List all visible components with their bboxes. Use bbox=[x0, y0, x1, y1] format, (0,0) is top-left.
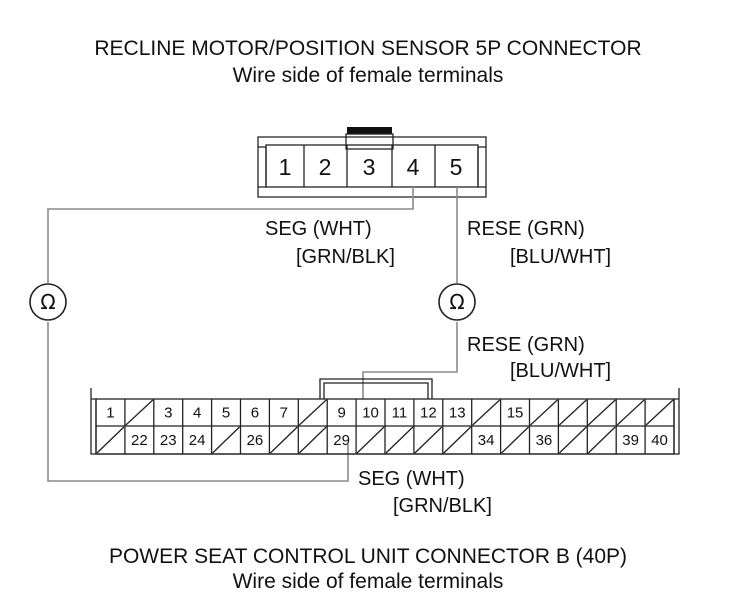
terminal-number: 13 bbox=[449, 405, 466, 422]
unused-terminal-slash bbox=[587, 426, 616, 454]
ohm-symbol: Ω bbox=[449, 290, 464, 314]
terminal-number: 24 bbox=[189, 432, 206, 449]
ohmmeter-right: Ω bbox=[438, 283, 476, 321]
terminal-number: 36 bbox=[536, 432, 553, 449]
rese-top-color: [BLU/WHT] bbox=[510, 246, 611, 268]
ohm-meter-icon bbox=[29, 283, 67, 321]
unused-terminal-slash bbox=[125, 399, 154, 426]
terminal-number: 3 bbox=[164, 405, 172, 422]
terminal-number: 9 bbox=[337, 405, 345, 422]
bottom-connector-title: POWER SEAT CONTROL UNIT CONNECTOR B (40P… bbox=[109, 545, 627, 568]
unused-terminal-slash bbox=[501, 426, 529, 454]
unused-terminal-slash bbox=[414, 426, 443, 454]
seg-bottom-color: [GRN/BLK] bbox=[393, 495, 492, 517]
terminal-number: 7 bbox=[280, 405, 288, 422]
pin-label: 4 bbox=[407, 154, 420, 180]
unused-terminal-slash bbox=[298, 426, 327, 454]
unused-terminal-slash bbox=[356, 426, 385, 454]
top-connector-subtitle: Wire side of female terminals bbox=[233, 64, 504, 87]
connector-outline bbox=[257, 136, 487, 198]
terminal-number: 39 bbox=[622, 432, 639, 449]
unused-terminal-slash bbox=[558, 399, 587, 426]
unused-terminal-slash bbox=[645, 399, 674, 426]
bottom-row-cells: 22 23 24 26 29 34 36 39 40 bbox=[96, 426, 668, 454]
terminal-number: 26 bbox=[247, 432, 264, 449]
unused-terminal-slash bbox=[96, 426, 125, 454]
unused-terminal-slash bbox=[530, 399, 558, 426]
unused-terminal-slash bbox=[269, 426, 298, 454]
pin-label: 5 bbox=[450, 154, 463, 180]
terminal-number: 4 bbox=[193, 405, 201, 422]
rese-bottom-color: [BLU/WHT] bbox=[510, 360, 611, 382]
seg-bottom-label: SEG (WHT) bbox=[358, 468, 465, 490]
seg-top-label: SEG (WHT) bbox=[265, 218, 372, 240]
terminal-number: 29 bbox=[333, 432, 350, 449]
terminal-number: 22 bbox=[131, 432, 148, 449]
terminal-number: 40 bbox=[651, 432, 668, 449]
wire-left-meter-to-pin29 bbox=[47, 322, 349, 482]
unused-terminal-slash bbox=[472, 399, 501, 426]
unused-terminal-slash bbox=[298, 399, 327, 426]
ohm-symbol: Ω bbox=[40, 290, 55, 314]
bottom-connector-subtitle: Wire side of female terminals bbox=[233, 570, 504, 593]
pin-label: 3 bbox=[363, 154, 376, 180]
five-pin-connector: 1 2 3 4 5 bbox=[257, 127, 487, 198]
terminal-number: 23 bbox=[160, 432, 177, 449]
unused-terminal-slash bbox=[616, 399, 645, 426]
wire-pin4-to-left-meter bbox=[47, 187, 414, 283]
unused-terminal-slash bbox=[385, 426, 414, 454]
pin-label: 2 bbox=[319, 154, 332, 180]
terminal-number: 10 bbox=[362, 405, 379, 422]
terminal-number: 15 bbox=[507, 405, 524, 422]
unused-terminal-slash bbox=[558, 426, 587, 454]
top-connector-title: RECLINE MOTOR/POSITION SENSOR 5P CONNECT… bbox=[94, 37, 641, 60]
terminal-number: 1 bbox=[106, 405, 114, 422]
terminal-number: 5 bbox=[222, 405, 230, 422]
ohmmeter-left: Ω bbox=[29, 283, 67, 321]
connector-lock-tab bbox=[319, 378, 433, 399]
wire-right-meter-to-pin10 bbox=[362, 322, 458, 399]
terminal-number: 11 bbox=[392, 405, 408, 422]
unused-terminal-slash bbox=[443, 426, 472, 454]
test-wires bbox=[47, 187, 458, 482]
ohm-meter-icon bbox=[438, 283, 476, 321]
seg-top-color: [GRN/BLK] bbox=[296, 246, 395, 268]
terminal-number: 6 bbox=[251, 405, 259, 422]
unused-terminal-slash bbox=[212, 426, 240, 454]
pin-label: 1 bbox=[279, 154, 292, 180]
connector-lock-tab bbox=[347, 127, 392, 135]
unused-terminal-slash bbox=[587, 399, 616, 426]
terminal-number: 12 bbox=[420, 405, 437, 422]
rese-bottom-label: RESE (GRN) bbox=[467, 334, 585, 356]
terminal-number: 34 bbox=[478, 432, 495, 449]
rese-top-label: RESE (GRN) bbox=[467, 218, 585, 240]
